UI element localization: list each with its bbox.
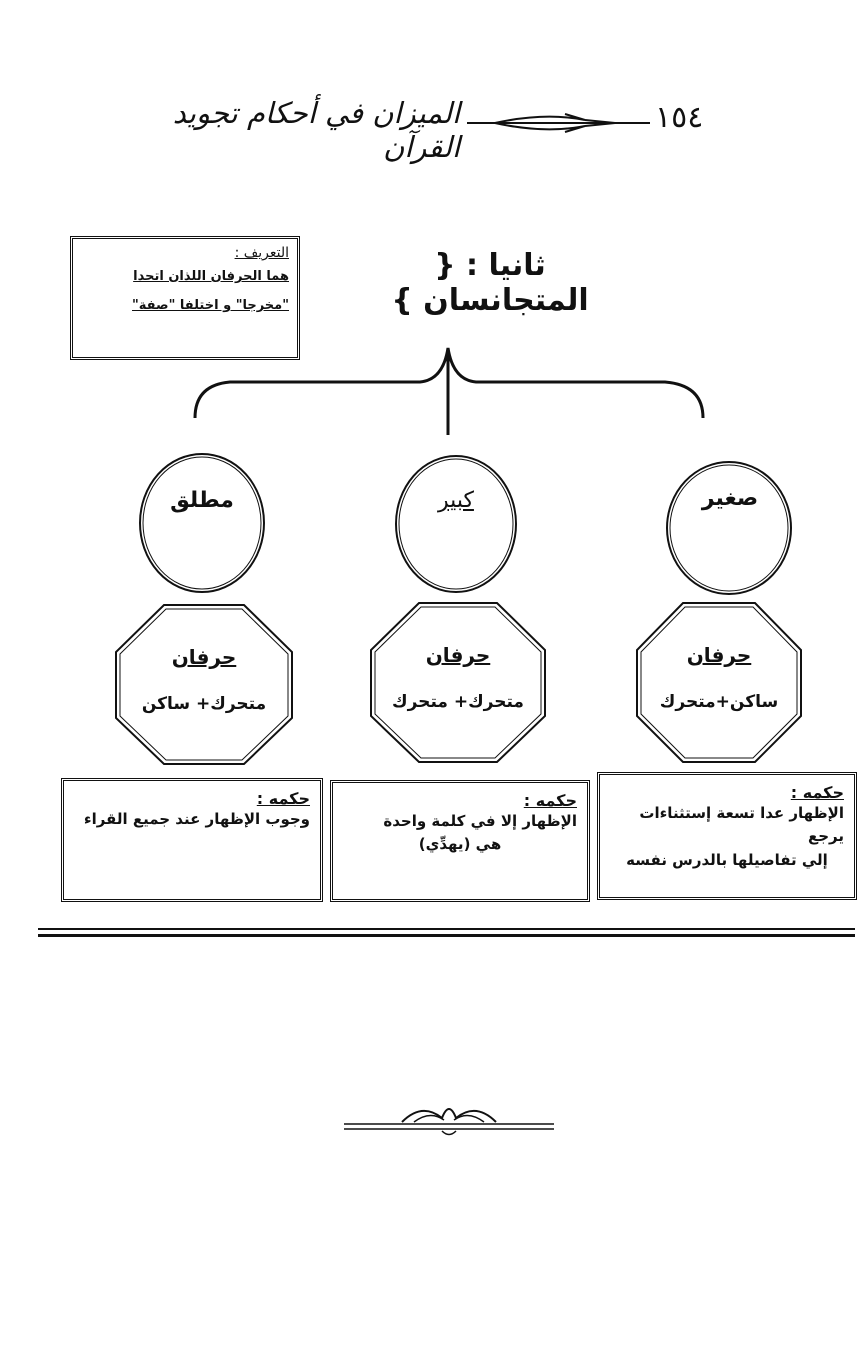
brace-connector [185, 340, 715, 440]
rule-small-line-2: إلي تفاصيلها بالدرس نفسه [610, 849, 844, 872]
octagon-large [367, 600, 549, 766]
rule-box-large: حكمه : الإظهار إلا في كلمة واحدة هي (يهد… [330, 780, 590, 902]
rule-large-line-1: الإظهار إلا في كلمة واحدة [343, 810, 577, 833]
header-arrow-ornament [465, 110, 655, 136]
rule-absolute-heading: حكمه : [74, 789, 310, 808]
oct-absolute-desc: متحرك+ ساكن [124, 694, 284, 714]
type-large-label: كبير [396, 488, 516, 513]
rule-box-absolute: حكمه : وجوب الإظهار عند جميع القراء [61, 778, 323, 902]
oct-small-desc: ساكن+متحرك [639, 692, 799, 712]
circle-absolute [135, 448, 270, 598]
rule-large-line-2: هي (يهدِّي) [343, 833, 577, 856]
page-number: ١٥٤ [655, 100, 703, 135]
octagon-small [633, 600, 805, 766]
definition-line-2: "مخرجا" و اختلفا "صفة" [81, 298, 289, 313]
octagon-absolute [112, 602, 296, 768]
rule-box-small: حكمه : الإظهار عدا تسعة إستثناءات يرجع إ… [597, 772, 857, 900]
oct-small-title: حرفان [649, 643, 789, 667]
rule-absolute-line-1: وجوب الإظهار عند جميع القراء [74, 808, 310, 831]
section-title: ثانيا : { المتجانسان } [360, 248, 620, 318]
oct-large-title: حرفان [388, 643, 528, 667]
divider-top [38, 928, 855, 930]
circle-large [392, 450, 522, 600]
rule-large-heading: حكمه : [343, 791, 577, 810]
divider-bottom [38, 934, 855, 937]
oct-large-desc: متحرك+ متحرك [378, 692, 538, 712]
rule-small-heading: حكمه : [610, 783, 844, 802]
footer-ornament [342, 1098, 556, 1140]
oct-absolute-title: حرفان [134, 645, 274, 669]
circle-small [660, 455, 800, 605]
book-title: الميزان في أحكام تجويد القرآن [120, 96, 460, 164]
rule-small-line-1: الإظهار عدا تسعة إستثناءات يرجع [610, 802, 844, 849]
definition-label: التعريف : [81, 245, 289, 261]
type-small-label: صغير [670, 486, 790, 511]
definition-line-1: هما الحرفان اللذان اتحدا [81, 269, 289, 284]
type-absolute-label: مطلق [142, 488, 262, 513]
